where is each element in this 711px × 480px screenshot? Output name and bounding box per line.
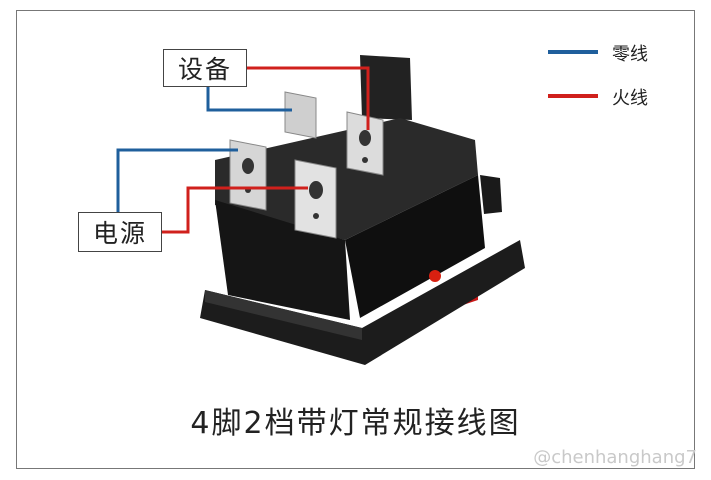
flange-edge bbox=[205, 290, 362, 340]
switch-top bbox=[215, 118, 478, 240]
power-label: 电源 bbox=[78, 212, 162, 252]
power-live-wire bbox=[160, 186, 308, 234]
legend-live-label: 火线 bbox=[612, 88, 648, 109]
device-label: 设备 bbox=[163, 49, 247, 87]
device-live-wire bbox=[246, 66, 370, 130]
watermark: @chenhanghang7 bbox=[533, 447, 697, 468]
terminal-front-right bbox=[294, 159, 337, 239]
legend-neutral-label: 零线 bbox=[612, 44, 648, 65]
terminal-back-right bbox=[346, 111, 384, 176]
indicator-light bbox=[429, 270, 441, 282]
device-neutral-wire bbox=[206, 82, 292, 112]
back-plate bbox=[360, 55, 412, 120]
power-neutral-wire bbox=[116, 148, 238, 212]
terminal-front-left bbox=[229, 139, 267, 211]
rocker-knob bbox=[480, 175, 502, 214]
terminal-back-left bbox=[284, 91, 317, 139]
switch-flange bbox=[200, 240, 525, 365]
diagram-caption: 4脚2档带灯常规接线图 bbox=[190, 406, 521, 441]
switch-right bbox=[345, 175, 485, 318]
diagram-frame bbox=[16, 10, 695, 469]
switch-front bbox=[215, 200, 350, 320]
